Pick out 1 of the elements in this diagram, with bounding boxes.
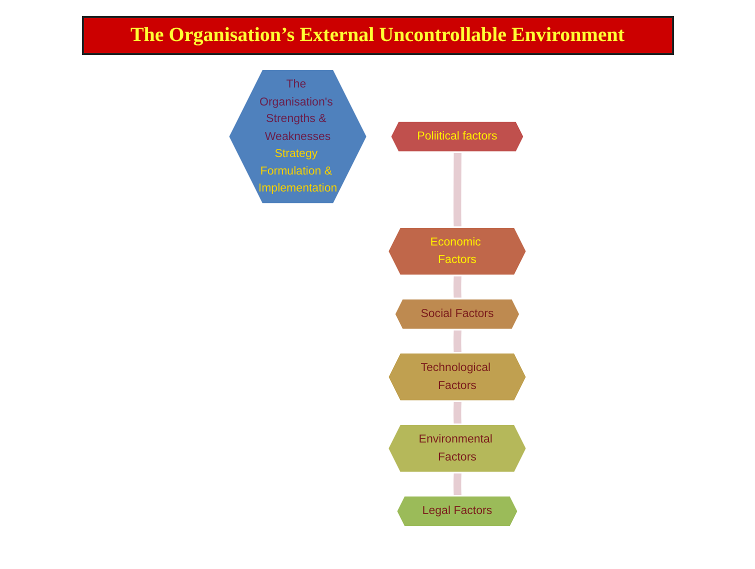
title-banner: The Organisation’s External Uncontrollable Environment [82,16,674,55]
